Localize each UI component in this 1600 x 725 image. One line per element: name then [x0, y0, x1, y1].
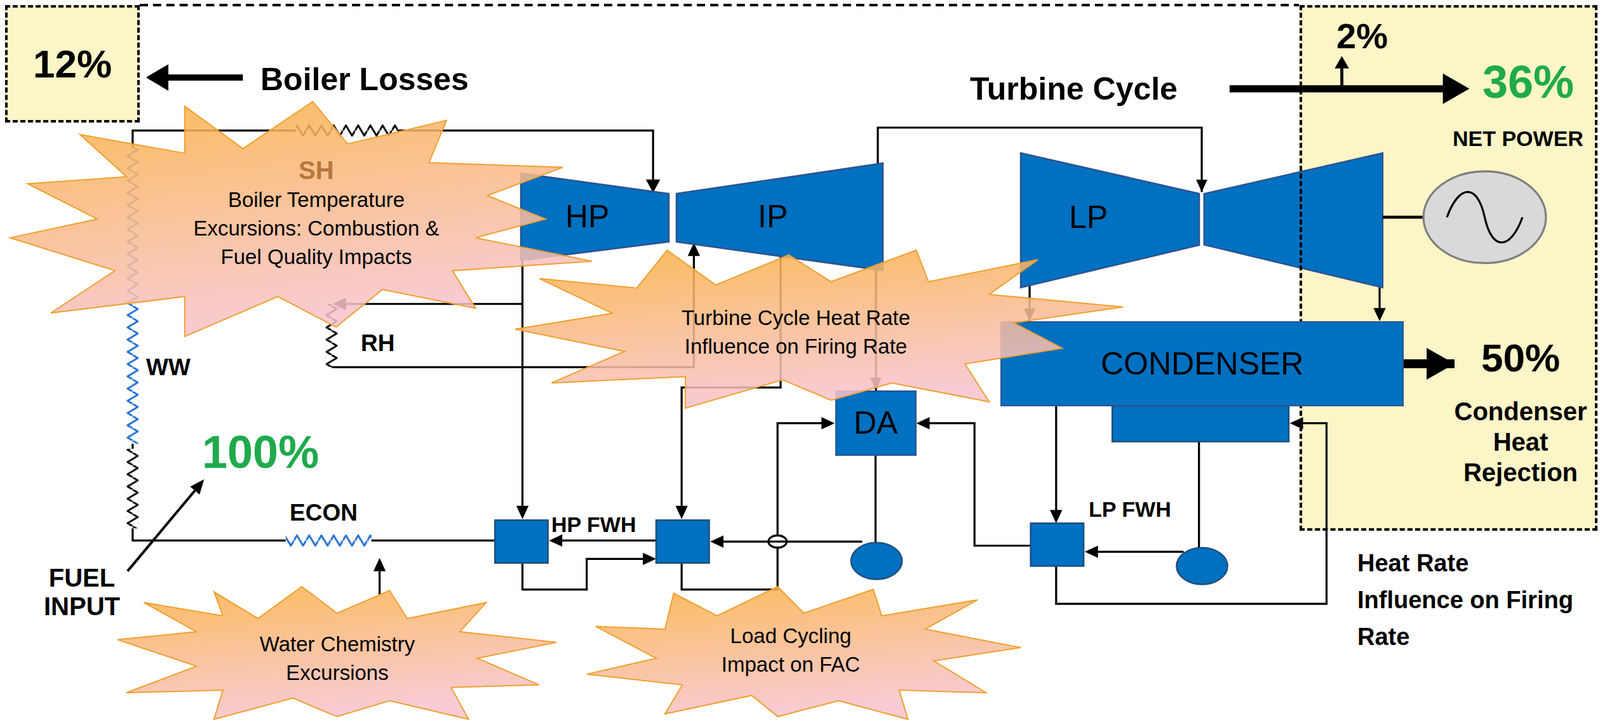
pipe: [1056, 423, 1327, 605]
impact-burst: Load Cycling Impact on FAC: [586, 586, 1021, 720]
arrow-head: [373, 558, 386, 572]
turbine-stage: HP: [520, 173, 669, 261]
equipment-label: DA: [853, 405, 898, 442]
turbine-stage-outline: [1020, 153, 1200, 288]
arrow-head: [675, 506, 688, 520]
condenser-box: CONDENSER: [1000, 321, 1404, 407]
pump-symbol: [1176, 548, 1228, 585]
arrow-head: [189, 479, 204, 495]
component-label: HP FWH: [551, 512, 636, 538]
starburst-shape: [117, 586, 557, 720]
shaft: [1382, 215, 1424, 220]
arrow-head: [916, 417, 930, 430]
burst-text: Turbine Cycle Heat Rate Influence on Fir…: [675, 303, 917, 361]
heat-flow-arrow: [1403, 359, 1455, 369]
region-caption: NET POWER: [1452, 126, 1584, 152]
component-label: RH: [360, 329, 395, 357]
percent-value: 12%: [33, 41, 112, 87]
starburst-shape: [586, 586, 1021, 720]
aux-arrow: [1340, 67, 1344, 89]
region-caption: Condenser Heat Rejection: [1447, 396, 1594, 488]
burst-text: Load Cycling Impact on FAC: [714, 621, 868, 679]
turbine-label: HP: [565, 198, 610, 236]
pointer-arrow: [378, 570, 381, 596]
impact-burst: Boiler Temperature Excursions: Combustio…: [10, 101, 592, 337]
pipe: [928, 423, 1031, 547]
component-label: SH: [298, 155, 335, 185]
pipe: [521, 260, 524, 508]
turbine-shape: [676, 163, 883, 271]
pipe: [874, 456, 877, 544]
note-text: Heat Rate Influence on Firing Rate: [1357, 544, 1578, 656]
turbine-label: LP: [1068, 199, 1108, 236]
arrow-head: [710, 535, 724, 548]
percent-value: 36%: [1482, 55, 1574, 109]
pipe: [1197, 442, 1200, 549]
economizer-coil: [285, 534, 372, 547]
arrow-head: [1049, 510, 1063, 524]
component-label: ECON: [289, 499, 358, 527]
percent-value: 2%: [1336, 15, 1388, 57]
turbine-stage: LP: [1020, 153, 1200, 288]
pipe: [1378, 287, 1381, 310]
section-label: Boiler Losses: [260, 61, 469, 98]
turbine-shape: [520, 173, 669, 261]
pipe: [561, 539, 657, 542]
burst-text: Boiler Temperature Excursions: Combustio…: [189, 185, 444, 272]
pipe: [777, 423, 823, 537]
arrow-head: [1443, 73, 1470, 105]
turbine-label: IP: [757, 198, 788, 236]
feedwater-heater: [656, 520, 710, 563]
arrow-head: [1373, 308, 1386, 322]
turbine-shape: [1020, 153, 1200, 288]
output-arrow: [1229, 85, 1447, 93]
output-region: 2% 36% NET POWER 50% Condenser Heat Rejectio…: [1299, 5, 1598, 532]
sine-wave: [1446, 191, 1523, 243]
input-label: FUEL INPUT: [34, 564, 130, 622]
valve-symbol: [768, 535, 787, 548]
section-label: Turbine Cycle: [969, 71, 1178, 108]
valve-stem: [768, 540, 787, 543]
arrow-head: [1084, 545, 1099, 558]
arrow-head: [516, 506, 529, 520]
arrow-head: [642, 553, 657, 566]
starburst-shape: [10, 101, 592, 337]
pump-symbol: [851, 543, 902, 580]
feedwater-heater: [1030, 523, 1085, 566]
feedwater-heater: [494, 520, 549, 563]
loss-box: 12%: [5, 5, 140, 123]
equipment-label: CONDENSER: [1100, 346, 1304, 383]
fuel-arrow: [127, 490, 195, 572]
turbine-stage: IP: [676, 163, 883, 271]
hotwell: [1112, 405, 1289, 442]
percent-value: 50%: [1481, 335, 1560, 381]
component-label: WW: [146, 353, 191, 382]
pipe: [722, 540, 862, 543]
lp-turbine-stage: [1204, 153, 1383, 288]
component-label: LP FWH: [1088, 497, 1172, 523]
deaerator-box: DA: [835, 390, 917, 457]
arrow-head: [1334, 55, 1349, 68]
boundary-line: [139, 3, 1299, 7]
pipe: [1055, 405, 1057, 511]
arrow-head: [146, 64, 169, 91]
waterwall-coil: [126, 449, 139, 529]
burst-text: Water Chemistry Excursions: [254, 630, 420, 688]
pipe: [131, 443, 134, 450]
pipe: [344, 302, 523, 305]
percent-value: 100%: [201, 426, 319, 479]
arrow-head: [821, 417, 835, 430]
loss-arrow: [163, 74, 243, 81]
pipe: [1096, 551, 1184, 554]
impact-burst: Turbine Cycle Heat Rate Influence on Fir…: [515, 250, 1123, 409]
pipe: [371, 539, 495, 542]
impact-burst: Water Chemistry Excursions: [117, 586, 557, 720]
generator-symbol: [1423, 171, 1547, 264]
